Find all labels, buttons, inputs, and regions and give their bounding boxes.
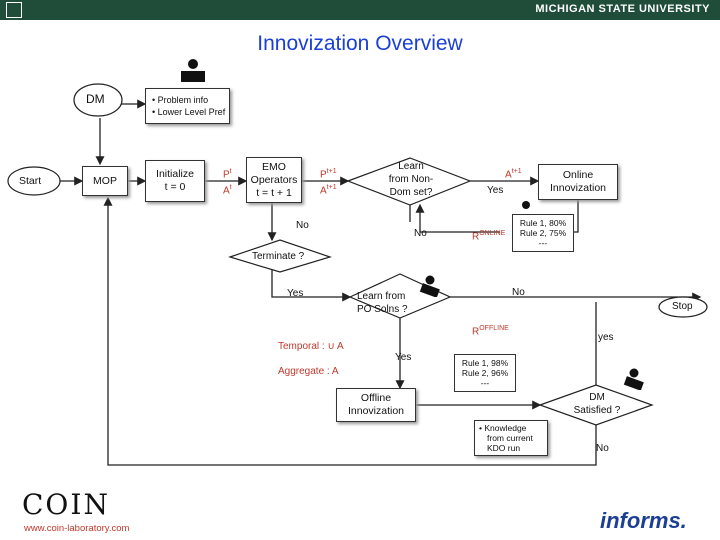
no-satisfied-label: No (596, 443, 609, 454)
satisfied-line-1: DM (589, 392, 605, 403)
person-icon-learnpo (419, 275, 440, 297)
satisfied-diamond (538, 384, 654, 426)
offline-line-1: Offline (360, 392, 392, 404)
start-node-label: Start (19, 175, 42, 187)
p-t-label: Pt (223, 168, 232, 181)
dm-notes-box: • Problem info • Lower Level Pref (145, 88, 230, 124)
person-icon-satisfied (623, 368, 644, 390)
university-name: MICHIGAN STATE UNIVERSITY (535, 3, 710, 15)
terminate-label: Terminate ? (252, 251, 305, 262)
back-arrow-icon[interactable] (6, 2, 22, 18)
person-icon-online (522, 201, 530, 209)
aggregate-formula: Aggregate : A (278, 366, 339, 377)
top-banner: MICHIGAN STATE UNIVERSITY (0, 0, 720, 20)
online-rule-3: --- (538, 238, 548, 248)
edge-terminate-learnpo (271, 270, 352, 302)
no-term-label: No (512, 287, 525, 298)
offline-rule-3: --- (480, 378, 490, 388)
learnpo-label: Learn from PO Solns ? (357, 290, 408, 316)
learn-nondom-line-1: Learn (398, 161, 424, 172)
learnpo-diamond (348, 273, 452, 319)
dm-ellipse (73, 83, 123, 117)
no-learn-label: No (414, 228, 427, 239)
terminate-diamond (228, 239, 332, 273)
person-icon-dm (181, 59, 205, 82)
knowledge-line-3: KDO run (487, 443, 521, 453)
offline-innovization-node: Offline Innovization (336, 388, 416, 422)
yes-term-label: Yes (287, 288, 304, 299)
coin-url: www.coin-laboratory.com (24, 523, 130, 534)
dm-note-1: • Problem info (152, 95, 209, 105)
coin-logo: COIN (22, 488, 110, 521)
slide-title: Innovization Overview (257, 32, 463, 55)
a-t-label: At (223, 184, 232, 197)
online-innovization-node: Online Innovization (538, 164, 618, 200)
p-t1-label: Pt+1 (320, 168, 337, 181)
online-line-1: Online (562, 169, 594, 181)
offline-line-2: Innovization (347, 405, 405, 417)
stop-label: Stop (672, 301, 693, 312)
emo-line-1: EMO (262, 160, 286, 173)
emo-line-2: Operators (250, 173, 298, 186)
initialize-node: Initialize t = 0 (145, 160, 205, 202)
learnpo-line-2: PO Solns ? (357, 304, 408, 315)
dm-node-label: DM (86, 92, 105, 106)
emo-line-3: t = t + 1 (256, 186, 292, 199)
edge-satisfied-no-loop (103, 196, 597, 466)
emo-operators-node: EMO Operators t = t + 1 (246, 157, 302, 203)
online-rules-box: Rule 1, 80% Rule 2, 75% --- (512, 214, 574, 252)
yes-offline-label: Yes (395, 352, 412, 363)
yes-satisfied-label: yes (598, 332, 614, 343)
a-t1-right-label: At+1 (505, 168, 522, 181)
r-online-label: RONLINE (472, 230, 506, 243)
knowledge-line-1: • Knowledge (479, 423, 527, 433)
satisfied-label: DM Satisfied ? (570, 391, 624, 417)
learn-nondom-line-3: Dom set? (389, 187, 433, 198)
mop-node: MOP (82, 166, 128, 196)
dm-note-2: • Lower Level Pref (152, 107, 226, 117)
r-offline-label: ROFFLINE (472, 325, 509, 338)
learn-nondom-line-2: from Non- (388, 174, 434, 185)
learn-nondom-diamond (346, 157, 472, 206)
informs-logo: informs. (600, 508, 687, 533)
online-line-2: Innovization (549, 182, 607, 194)
initialize-line-2: t = 0 (164, 181, 186, 193)
yes-online-label: Yes (487, 185, 504, 196)
a-t1-label: At+1 (320, 184, 337, 197)
knowledge-line-2: from current (487, 433, 533, 443)
online-rule-2: Rule 2, 75% (519, 228, 567, 238)
initialize-line-1: Initialize (156, 168, 194, 180)
stop-ellipse (658, 296, 708, 318)
start-ellipse (7, 166, 61, 196)
online-rule-1: Rule 1, 80% (519, 218, 567, 228)
knowledge-note-box: • Knowledge from current KDO run (474, 420, 548, 456)
temporal-formula: Temporal : ∪ A (278, 341, 344, 352)
offline-rule-1: Rule 1, 98% (461, 358, 509, 368)
learn-nondom-label: Learn from Non- Dom set? (380, 160, 442, 199)
learnpo-line-1: Learn from (357, 291, 406, 302)
offline-rule-2: Rule 2, 96% (461, 368, 509, 378)
edge-rules-learn (415, 203, 500, 233)
satisfied-line-2: Satisfied ? (573, 405, 621, 416)
no-emo-label: No (296, 220, 309, 231)
offline-rules-box: Rule 1, 98% Rule 2, 96% --- (454, 354, 516, 392)
